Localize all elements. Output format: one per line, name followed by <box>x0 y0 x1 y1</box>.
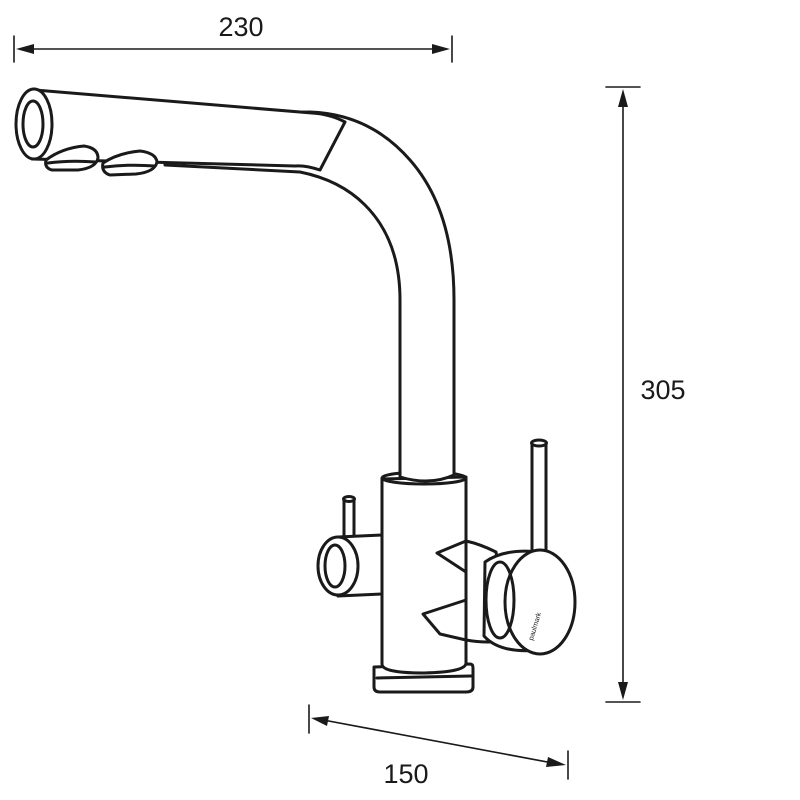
body-cylinder <box>380 475 468 675</box>
spout-outlet <box>14 87 54 161</box>
spout-arm <box>30 88 347 172</box>
depth-dimension: 150 <box>308 704 569 789</box>
left-lever <box>342 495 356 539</box>
width-dimension-label: 230 <box>218 12 263 42</box>
aerator-nozzle-2 <box>101 149 159 177</box>
faucet: paulmark <box>14 87 577 694</box>
aerator-nozzle-1 <box>44 144 100 172</box>
height-dimension-label: 305 <box>640 375 685 405</box>
spout-neck <box>163 110 456 483</box>
mixer-handle-cap <box>503 548 577 656</box>
height-dimension: 305 <box>605 86 686 703</box>
width-dimension: 230 <box>13 12 453 63</box>
mixer-connector <box>421 539 468 642</box>
depth-dimension-label: 150 <box>383 759 428 789</box>
